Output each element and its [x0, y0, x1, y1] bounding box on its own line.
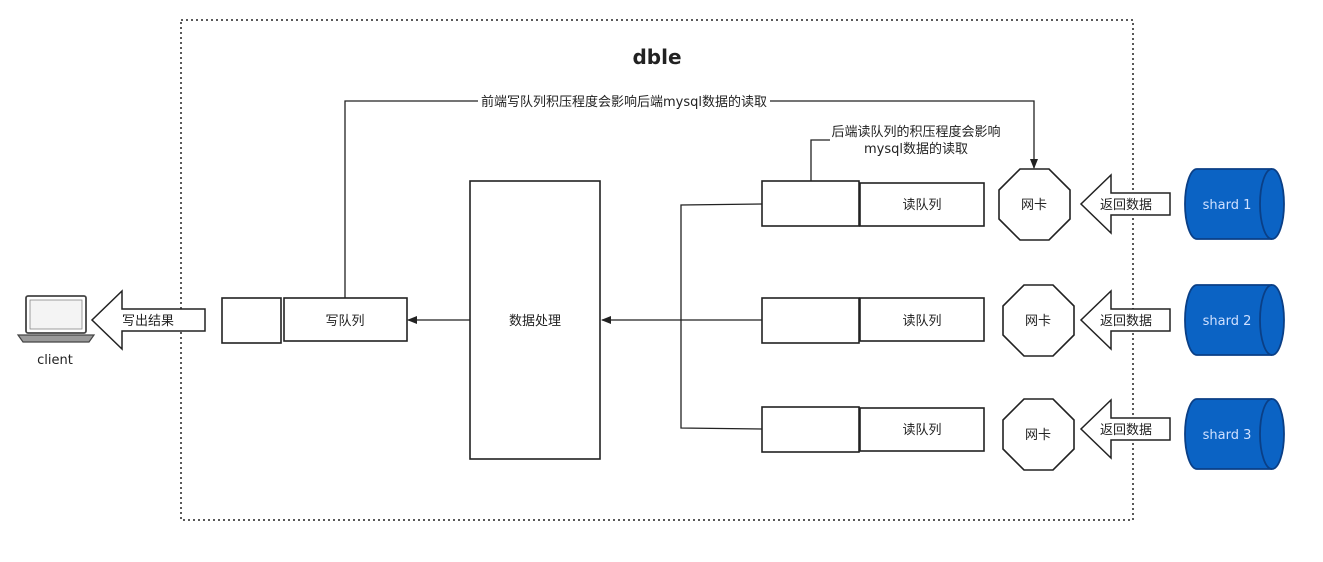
diagram-title: dble: [632, 45, 681, 69]
return-data-arrow: [1079, 173, 1171, 235]
nic-octagon: [1002, 398, 1075, 471]
back-note-line1: 后端读队列的积压程度会影响: [831, 124, 1000, 140]
client-label: client: [37, 353, 73, 368]
row-1: 读队列 网卡 返回数据 shard 1: [761, 168, 1285, 241]
read-queue-slot: [761, 297, 860, 344]
shard-1-database-icon: [1184, 168, 1285, 240]
read-queue-label: 读队列: [902, 423, 941, 438]
read-queue-label: 读队列: [902, 198, 941, 213]
return-data-arrow: [1079, 398, 1171, 460]
write-queue-label: 写队列: [325, 314, 364, 329]
row-2: 读队列 网卡 返回数据 shard 2: [761, 284, 1285, 357]
nic-label: 网卡: [1025, 314, 1051, 329]
shard-label: shard 1: [1203, 198, 1252, 213]
read-queue-slot: [761, 180, 860, 227]
read-queue-3-connector: [680, 320, 763, 430]
nic-octagon: [1002, 284, 1075, 357]
shard-label: shard 3: [1203, 428, 1252, 443]
write-result-arrow: [90, 289, 206, 351]
back-note-line2: mysql数据的读取: [864, 141, 968, 157]
write-result-label: 写出结果: [122, 314, 174, 329]
front-note-label: 前端写队列积压程度会影响后端mysql数据的读取: [481, 94, 767, 110]
return-data-arrow: [1079, 289, 1171, 351]
nic-octagon: [998, 168, 1071, 241]
shard-label: shard 2: [1203, 314, 1252, 329]
return-data-label: 返回数据: [1100, 198, 1152, 213]
dble-container: [180, 19, 1134, 521]
nic-label: 网卡: [1021, 198, 1047, 213]
shard-3-database-icon: [1184, 398, 1285, 470]
return-data-label: 返回数据: [1100, 423, 1152, 438]
read-queue-box: [859, 407, 985, 452]
data-processing-box: [469, 180, 601, 460]
read-queue-box: [859, 297, 985, 342]
return-data-label: 返回数据: [1100, 314, 1152, 329]
nic-label: 网卡: [1025, 428, 1051, 443]
shard-2-database-icon: [1184, 284, 1285, 356]
read-queue-1-connector: [680, 203, 763, 320]
write-queue-slot: [221, 297, 282, 344]
row-3: 读队列 网卡 返回数据 shard 3: [761, 398, 1285, 471]
read-queue-label: 读队列: [902, 314, 941, 329]
read-queue-slot: [761, 406, 860, 453]
laptop-icon: [16, 295, 96, 343]
write-queue-box: [283, 297, 408, 342]
read-queue-box: [859, 182, 985, 227]
back-note-connector: [810, 139, 830, 181]
data-processing-label: 数据处理: [509, 314, 561, 329]
